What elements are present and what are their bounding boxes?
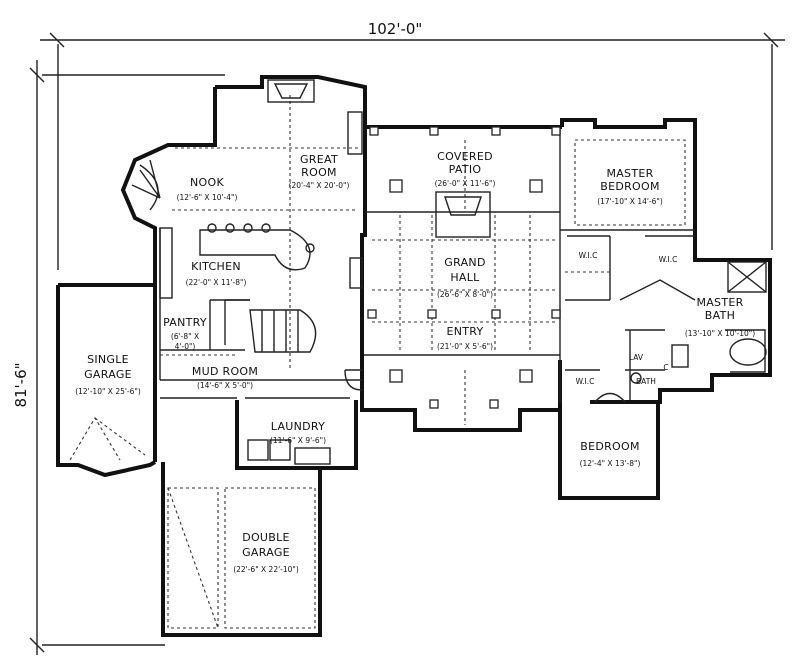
depth-dimension: 81'-6" <box>12 60 225 655</box>
width-dimension-label: 102'-0" <box>368 20 423 38</box>
laundry-name: LAUNDRY <box>271 420 325 433</box>
pantry-size-1: (6'-8" X <box>171 332 199 341</box>
room-label-nook: NOOK (12'-6" X 10'-4") <box>177 176 238 202</box>
exterior-walls <box>56 75 772 637</box>
laundry-fixtures <box>247 439 331 465</box>
entry-door <box>344 369 626 403</box>
fireplace-grand-hall <box>435 191 491 238</box>
fireplace-great-room <box>267 79 315 103</box>
single-garage-name-1: SINGLE <box>87 353 129 366</box>
double-garage-name-2: GARAGE <box>242 546 290 559</box>
staircase <box>224 299 317 353</box>
great-room-name-1: GREAT <box>300 153 338 166</box>
garage-doors <box>69 416 316 629</box>
room-label-double-garage: DOUBLE GARAGE (22'-6" X 22'-10") <box>233 531 299 574</box>
master-bath-name-2: BATH <box>705 309 735 322</box>
covered-patio-name-1: COVERED <box>437 150 493 163</box>
depth-dimension-label: 81'-6" <box>12 362 30 407</box>
wic-label-1: W.I.C <box>579 251 598 260</box>
double-garage-size: (22'-6" X 22'-10") <box>233 565 299 574</box>
bath-label: BATH <box>636 377 656 386</box>
fireplace-side <box>347 111 363 289</box>
room-label-laundry: LAUNDRY (11'-6" X 9'-6") <box>270 420 326 445</box>
room-label-grand-hall: GRAND HALL (26'-6" X 8'-0") <box>437 256 493 299</box>
master-bath-name-1: MASTER <box>696 296 743 309</box>
entry-size: (21'-0" X 5'-6") <box>437 342 493 351</box>
double-garage-name-1: DOUBLE <box>242 531 290 544</box>
pantry-name: PANTRY <box>163 316 207 329</box>
master-bath-size: (13'-10" X 10'-10") <box>685 329 755 338</box>
ceiling-lines <box>160 95 686 425</box>
lav-label: LAV <box>629 353 644 362</box>
columns <box>367 126 561 409</box>
room-label-bedroom: BEDROOM (12'-4" X 13'-8") <box>580 440 641 468</box>
wic-label-2: W.I.C <box>659 255 678 264</box>
room-label-covered-patio: COVERED PATIO (26'-0" X 11'-6") <box>435 150 496 188</box>
nook-size: (12'-6" X 10'-4") <box>177 193 238 202</box>
nook-name: NOOK <box>190 176 224 189</box>
pantry-size-2: 4'-0") <box>175 342 196 351</box>
laundry-size: (11'-6" X 9'-6") <box>270 436 326 445</box>
mud-room-size: (14'-6" X 5'-0") <box>197 381 253 390</box>
grand-hall-size: (26'-6" X 8'-0") <box>437 290 493 299</box>
mud-room-name: MUD ROOM <box>192 365 258 378</box>
room-label-master-bath: MASTER BATH (13'-10" X 10'-10") <box>685 296 755 338</box>
room-label-mud-room: MUD ROOM (14'-6" X 5'-0") <box>192 365 258 390</box>
closet-label: C <box>663 363 668 372</box>
covered-patio-size: (26'-0" X 11'-6") <box>435 179 496 188</box>
room-label-entry: ENTRY (21'-0" X 5'-6") <box>437 325 493 351</box>
master-bath-fixtures <box>630 261 767 384</box>
grand-hall-name-2: HALL <box>450 271 480 284</box>
room-label-kitchen: KITCHEN (22'-0" X 11'-8") <box>186 260 247 287</box>
room-label-master-bedroom: MASTER BEDROOM (17'-10" X 14'-6") <box>597 167 663 206</box>
kitchen-island <box>159 223 315 299</box>
master-bedroom-size: (17'-10" X 14'-6") <box>597 197 663 206</box>
bedroom-size: (12'-4" X 13'-8") <box>580 459 641 468</box>
entry-name: ENTRY <box>446 325 483 338</box>
small-labels: W.I.C W.I.C W.I.C BATH LAV C <box>576 251 678 386</box>
master-bedroom-name-2: BEDROOM <box>600 180 660 193</box>
kitchen-name: KITCHEN <box>191 260 241 273</box>
master-bedroom-name-1: MASTER <box>606 167 653 180</box>
great-room-name-2: ROOM <box>301 166 337 179</box>
room-label-pantry: PANTRY (6'-8" X 4'-0") <box>163 316 207 351</box>
single-garage-size: (12'-10" X 25'-6") <box>75 387 141 396</box>
bedroom-name: BEDROOM <box>580 440 640 453</box>
grand-hall-name-1: GRAND <box>444 256 485 269</box>
kitchen-size: (22'-0" X 11'-8") <box>186 278 247 287</box>
covered-patio-name-2: PATIO <box>449 163 482 176</box>
wic-label-3: W.I.C <box>576 377 595 386</box>
single-garage-name-2: GARAGE <box>84 368 132 381</box>
room-label-great-room: GREAT ROOM (20'-4" X 20'-0") <box>289 153 350 190</box>
room-label-single-garage: SINGLE GARAGE (12'-10" X 25'-6") <box>75 353 141 396</box>
width-dimension: 102'-0" <box>40 20 785 270</box>
great-room-size: (20'-4" X 20'-0") <box>289 181 350 190</box>
nook-bay <box>131 159 161 211</box>
